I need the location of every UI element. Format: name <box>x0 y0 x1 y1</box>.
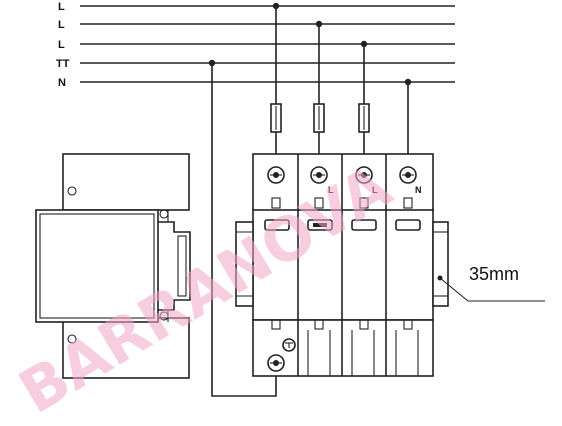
module-side-body <box>35 209 159 323</box>
terminal-label: N <box>415 185 422 195</box>
busbar-label: TT <box>56 58 70 70</box>
dimension-label: 35mm <box>469 264 519 284</box>
module-side-upper <box>62 153 190 211</box>
busbar-label: N <box>58 77 66 89</box>
din-rail-clip <box>158 221 191 311</box>
busbar-label-group: L L L TT N <box>56 1 70 89</box>
terminal-screw-icon <box>310 166 328 184</box>
status-window <box>307 219 333 231</box>
module-side-view <box>35 153 191 379</box>
busbars <box>80 5 455 83</box>
pe-wire <box>211 63 277 397</box>
rail-dimension-callout: 35mm <box>437 264 545 302</box>
terminal-label: L <box>372 185 378 195</box>
leader-line <box>439 277 545 302</box>
terminal-screw-icon <box>267 166 285 184</box>
din-rail <box>177 235 187 297</box>
spd-body <box>252 207 434 321</box>
busbar-label: L <box>58 1 65 13</box>
terminal-stubs <box>271 197 413 209</box>
bottom-stubs <box>271 319 419 376</box>
busbar-label: L <box>58 19 65 31</box>
fuses <box>270 103 370 133</box>
terminal-label: L <box>328 185 334 195</box>
status-window-fill <box>313 223 327 227</box>
busbar-label: L <box>58 39 65 51</box>
status-window <box>264 219 290 231</box>
screw-icon <box>67 186 77 196</box>
spd-rail-ear-left <box>235 221 254 307</box>
earth-icon <box>282 338 296 352</box>
status-window <box>395 219 421 231</box>
terminal-screw-icon <box>355 166 373 184</box>
module-side-lower <box>62 317 190 379</box>
screw-icon <box>67 334 77 344</box>
status-window <box>351 219 377 231</box>
spd-rail-ear-right <box>432 221 449 307</box>
terminal-screw-icon <box>399 166 417 184</box>
terminal-screw-icon <box>267 354 285 372</box>
screw-icon <box>159 311 169 321</box>
screw-icon <box>159 209 169 219</box>
spd-front-view: L L N <box>235 153 449 377</box>
module-side-face <box>39 213 155 319</box>
